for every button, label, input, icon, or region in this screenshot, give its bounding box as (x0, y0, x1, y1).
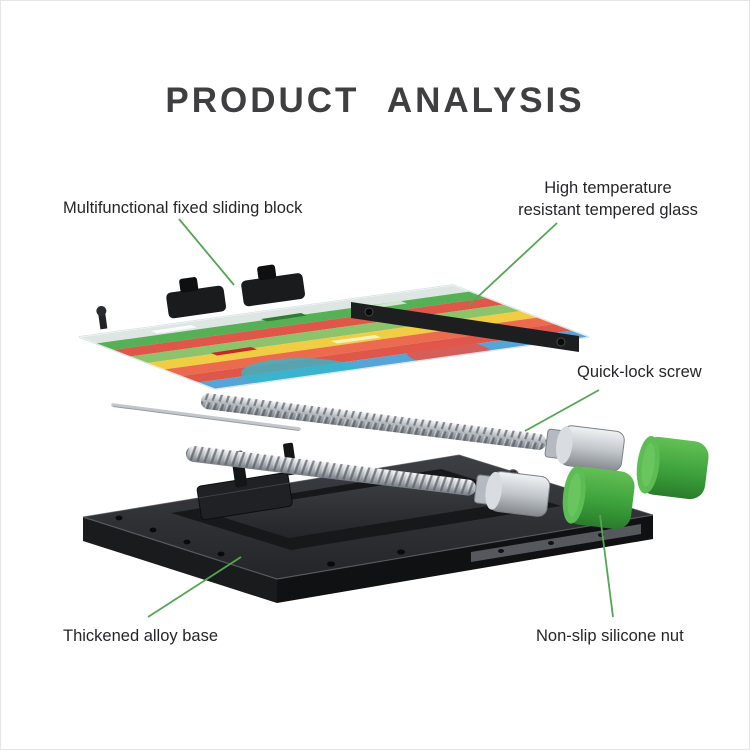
leader-lines (147, 218, 614, 618)
label-sliding-block: Multifunctional fixed sliding block (63, 199, 303, 217)
quick-lock-screw-upper (200, 393, 625, 472)
leader-line-silicone-nut (599, 514, 614, 618)
label-alloy-base: Thickened alloy base (63, 627, 219, 645)
glass-corner-screw (96, 306, 108, 330)
silicone-nut-upper (636, 436, 709, 500)
page-title: PRODUCT ANALYSIS (165, 81, 585, 120)
leader-line-tempered-glass (468, 222, 558, 306)
leader-line-sliding-block (178, 218, 235, 286)
alloy-base (82, 442, 654, 603)
silicone-nut-lower (562, 466, 635, 530)
label-tempered-glass-line1: High temperature (544, 179, 672, 197)
leader-line-quick-lock-screw (524, 389, 600, 432)
quick-lock-screw-lower (185, 445, 551, 517)
label-silicone-nut: Non-slip silicone nut (536, 627, 684, 645)
sliding-blocks (96, 264, 305, 330)
label-tempered-glass: High temperature resistant tempered glas… (500, 177, 716, 221)
label-quick-lock-screw: Quick-lock screw (577, 363, 702, 381)
alignment-pin (111, 403, 301, 431)
leader-line-alloy-base (147, 556, 242, 618)
clamp-rail (351, 302, 579, 352)
label-tempered-glass-line2: resistant tempered glass (518, 201, 698, 219)
glass-plate (78, 264, 590, 390)
